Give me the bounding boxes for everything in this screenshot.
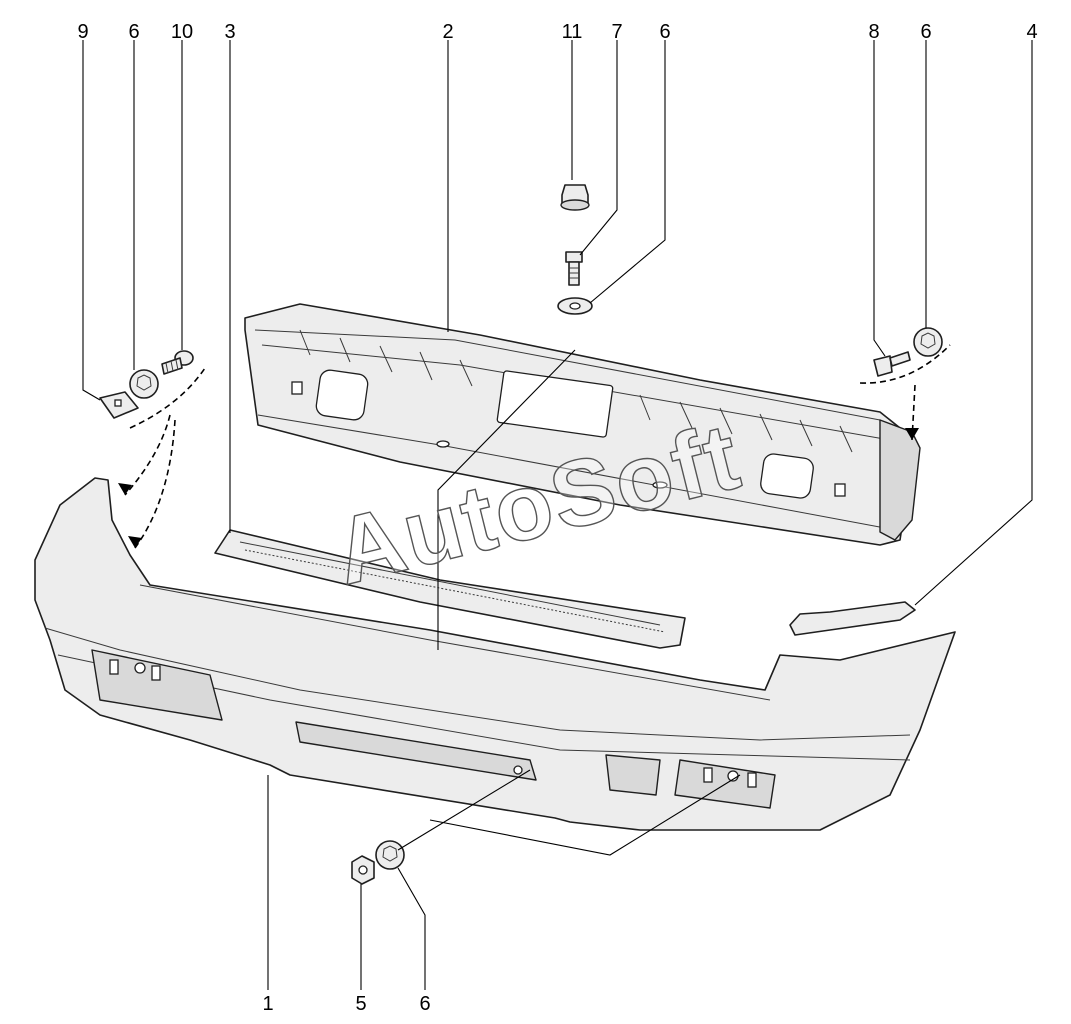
callout-6-top-right: 6 [920, 21, 931, 43]
callout-6-top-center: 6 [659, 21, 670, 43]
leader-lines [82, 40, 1033, 990]
callout-7: 7 [611, 21, 622, 43]
washer-6-right [913, 327, 943, 357]
bolt-7 [565, 251, 583, 286]
callout-8: 8 [868, 21, 879, 43]
washer-6-bottom [375, 840, 405, 870]
callout-1: 1 [262, 993, 273, 1015]
callout-5: 5 [355, 993, 366, 1015]
callout-10: 10 [171, 21, 193, 43]
bolt-8 [873, 351, 911, 377]
side-trim-strip [789, 601, 916, 636]
callout-6-bottom: 6 [419, 993, 430, 1015]
assembly-lines [118, 344, 951, 856]
callout-3: 3 [224, 21, 235, 43]
callout-6-top-left: 6 [128, 21, 139, 43]
callout-labels: 9 6 10 3 2 11 7 6 8 6 4 1 5 6 [77, 21, 1037, 1015]
washer-6-left [129, 369, 159, 399]
nut-5 [351, 855, 375, 885]
callout-9: 9 [77, 21, 88, 43]
callout-11: 11 [562, 21, 583, 43]
clip-9 [99, 391, 139, 419]
screw-10 [161, 350, 194, 375]
bumper-reinforcement-beam [244, 303, 921, 546]
bumper-trim-strip [214, 529, 686, 649]
washer-6-center [557, 297, 593, 315]
cap-11 [560, 184, 590, 211]
callout-2: 2 [442, 21, 453, 43]
callout-4: 4 [1026, 21, 1037, 43]
